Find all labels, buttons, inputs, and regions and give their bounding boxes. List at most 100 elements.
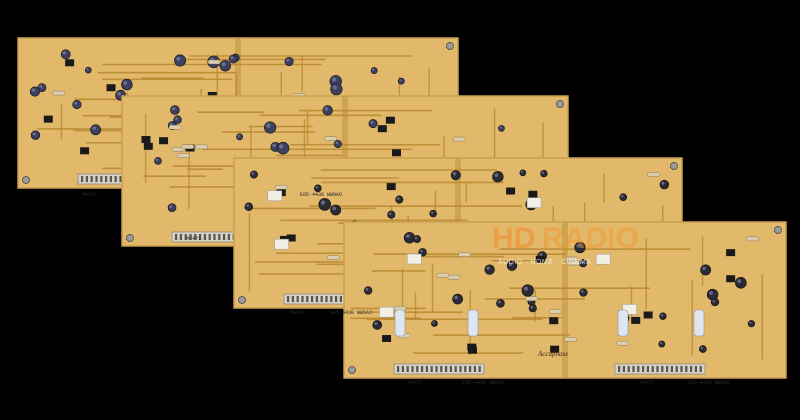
capacitor <box>496 298 505 308</box>
resistor <box>616 340 629 346</box>
connector-pin <box>675 366 678 372</box>
capacitor <box>387 210 396 219</box>
resistor <box>168 125 182 130</box>
ic-chip <box>726 275 736 283</box>
boards-layer <box>17 37 789 381</box>
connector-pin <box>194 234 197 240</box>
capacitor <box>484 264 495 275</box>
connector-pin <box>296 296 299 302</box>
ic-chip <box>80 147 90 155</box>
connector-pin <box>670 366 673 372</box>
board-2-label-left: MH471 <box>186 236 201 242</box>
capacitor-highlight <box>620 194 624 198</box>
capacitor <box>452 293 463 305</box>
connector-pin <box>406 366 409 372</box>
capacitor-highlight <box>365 288 369 291</box>
ic-chip <box>643 311 653 319</box>
ic-chip <box>141 136 151 144</box>
connector-pin <box>637 366 640 372</box>
connector-strip <box>393 363 485 375</box>
capacitor <box>121 78 133 91</box>
capacitor-highlight <box>31 88 36 92</box>
connector-pin <box>90 176 93 182</box>
connector-pin <box>95 176 98 182</box>
relay <box>274 238 289 250</box>
capacitor-highlight <box>709 291 713 295</box>
capacitor-highlight <box>499 126 502 129</box>
connector-pin <box>416 366 419 372</box>
connector-pin <box>199 234 202 240</box>
capacitor-highlight <box>749 321 752 324</box>
ic-chip <box>550 345 560 353</box>
capacitor <box>84 66 92 74</box>
connector-pin <box>666 366 669 372</box>
ic-chip <box>159 137 169 145</box>
resistor <box>52 90 65 96</box>
connector-pin <box>179 234 182 240</box>
resistor <box>436 272 449 278</box>
board-3-label-left: MH471 <box>290 310 305 316</box>
capacitor-highlight <box>117 92 121 96</box>
capacitor-highlight <box>320 200 326 205</box>
capacitor <box>330 83 343 96</box>
connector-pin <box>622 366 625 372</box>
capacitor-highlight <box>331 77 337 82</box>
capacitor-highlight <box>372 68 375 71</box>
capacitor <box>372 320 383 330</box>
capacitor-highlight <box>700 346 704 350</box>
ic-chip <box>382 334 392 342</box>
relay <box>595 253 611 265</box>
ic-chip <box>549 317 559 325</box>
board-4-brand: Accuphase <box>537 350 568 358</box>
capacitor-highlight <box>176 56 181 61</box>
ic-chip <box>385 116 395 124</box>
resistor <box>525 296 538 301</box>
capacitor-highlight <box>246 204 249 207</box>
watermark-hd: HD <box>492 222 535 255</box>
connector-pin <box>651 366 654 372</box>
capacitor <box>413 235 421 244</box>
capacitor <box>60 49 71 60</box>
mounting-screw <box>670 162 678 170</box>
connector-pin <box>478 366 481 372</box>
capacitor-highlight <box>388 212 392 215</box>
connector-pin <box>440 366 443 372</box>
connector-pin <box>425 366 428 372</box>
capacitor-highlight <box>221 62 226 67</box>
connector-pin <box>208 234 211 240</box>
ic-chip <box>535 255 545 263</box>
resistor <box>453 136 466 142</box>
capacitor-highlight <box>486 266 490 270</box>
connector-pin <box>311 296 314 302</box>
capacitor-highlight <box>32 132 36 136</box>
ic-chip <box>391 149 401 157</box>
resistor <box>195 144 208 150</box>
connector-pin <box>397 366 400 372</box>
capacitor-highlight <box>335 141 339 145</box>
capacitor <box>492 171 504 183</box>
capacitor-highlight <box>494 173 499 178</box>
capacitor <box>699 345 707 353</box>
connector-pin <box>680 366 683 372</box>
capacitor <box>370 67 378 74</box>
power-resistor <box>617 309 629 337</box>
power-resistor <box>693 309 705 337</box>
capacitor <box>174 54 187 67</box>
board-4-label-4: E05-4430 WWNAO <box>688 380 730 386</box>
resistor <box>327 255 340 260</box>
capacitor-highlight <box>39 84 43 88</box>
capacitor-highlight <box>508 262 513 267</box>
capacitor-highlight <box>175 117 178 120</box>
resistor <box>746 236 759 242</box>
capacitor-highlight <box>497 300 501 304</box>
connector-pin <box>473 366 476 372</box>
connector-pin <box>411 366 414 372</box>
board-divider <box>562 222 568 378</box>
board-3-label-right: E05-4430 WWNAO <box>330 310 372 316</box>
connector-pin <box>421 366 424 372</box>
connector-pin <box>81 176 84 182</box>
capacitor-highlight <box>62 51 66 55</box>
board-1-label-left: MH471 <box>82 192 97 198</box>
capacitor <box>154 157 162 165</box>
capacitor-highlight <box>370 120 374 124</box>
